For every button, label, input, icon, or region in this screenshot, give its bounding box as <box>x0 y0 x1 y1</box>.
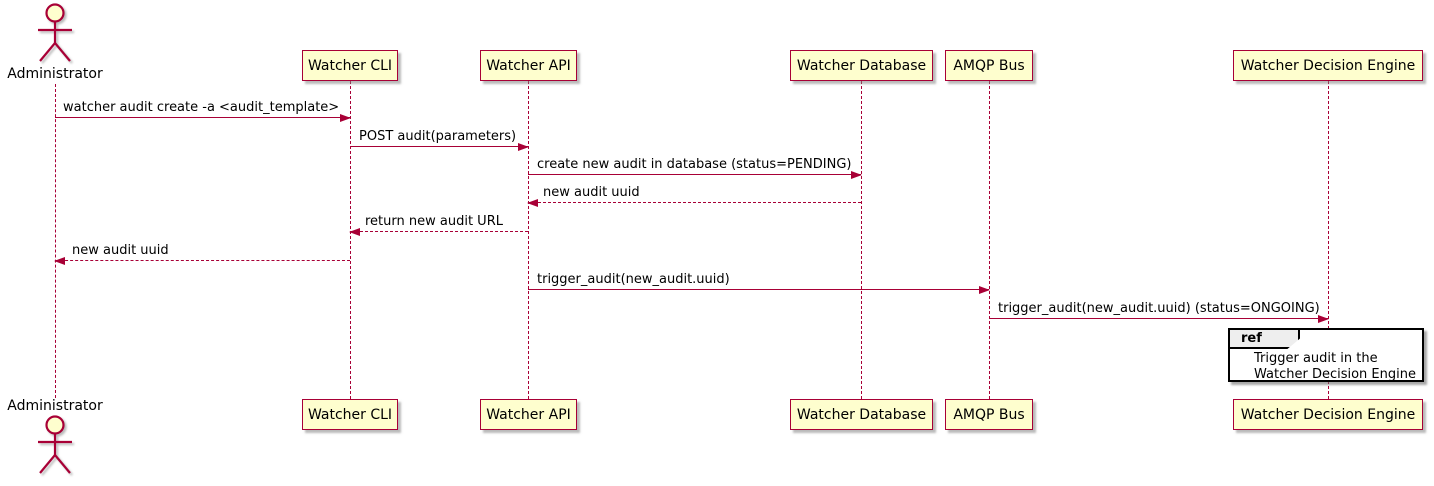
message-line <box>350 231 528 232</box>
arrowhead-left-icon <box>349 228 360 236</box>
message-line <box>989 318 1328 319</box>
participant-amqp-bus-top: AMQP Bus <box>945 50 1033 81</box>
arrowhead-right-icon <box>518 143 529 151</box>
message-return-audit-url: return new audit URL <box>349 214 528 236</box>
message-line <box>528 174 861 175</box>
actor-name-bottom: Administrator <box>7 398 103 414</box>
participant-watcher-cli-bottom: Watcher CLI <box>302 399 398 430</box>
message-line <box>350 146 528 147</box>
message-post-audit: POST audit(parameters) <box>350 129 529 151</box>
lifeline-amqp-bus <box>989 81 990 399</box>
lifeline-administrator <box>55 84 56 398</box>
ref-keyword: ref <box>1230 330 1300 349</box>
participant-watcher-api-top: Watcher API <box>480 50 577 81</box>
arrowhead-left-icon <box>527 199 538 207</box>
message-line <box>55 117 350 118</box>
message-label: return new audit URL <box>365 214 503 229</box>
participant-watcher-database-bottom: Watcher Database <box>790 399 933 430</box>
message-label: create new audit in database (status=PEN… <box>537 157 852 172</box>
participant-watcher-cli-top: Watcher CLI <box>302 50 398 81</box>
message-label: watcher audit create -a <audit_template> <box>63 100 340 115</box>
message-label: trigger_audit(new_audit.uuid) <box>537 272 730 287</box>
ref-line: Watcher Decision Engine <box>1254 367 1416 382</box>
message-label: new audit uuid <box>72 243 169 258</box>
actor-icon <box>38 3 72 62</box>
message-trigger-audit-ongoing: trigger_audit(new_audit.uuid) (status=ON… <box>989 301 1329 323</box>
lifeline-watcher-api <box>528 81 529 399</box>
message-line <box>528 202 861 203</box>
message-label: new audit uuid <box>543 185 640 200</box>
participant-watcher-decision-engine-bottom: Watcher Decision Engine <box>1233 399 1423 430</box>
participant-amqp-bus-bottom: AMQP Bus <box>945 399 1033 430</box>
lifeline-watcher-decision-engine <box>1328 81 1329 399</box>
lifeline-watcher-database <box>861 81 862 399</box>
arrowhead-left-icon <box>54 257 65 265</box>
arrowhead-right-icon <box>979 286 990 294</box>
actor-icon <box>38 415 72 474</box>
arrowhead-right-icon <box>851 171 862 179</box>
participant-watcher-decision-engine-top: Watcher Decision Engine <box>1233 50 1423 81</box>
ref-fragment: ref Trigger audit in the Watcher Decisio… <box>1228 328 1424 382</box>
message-audit-create: watcher audit create -a <audit_template> <box>55 100 351 122</box>
arrowhead-right-icon <box>1318 315 1329 323</box>
message-new-audit-uuid-return: new audit uuid <box>527 185 861 207</box>
message-line <box>528 289 989 290</box>
ref-content: Trigger audit in the Watcher Decision En… <box>1254 351 1416 383</box>
message-new-audit-uuid-to-admin: new audit uuid <box>54 243 350 265</box>
participant-watcher-database-top: Watcher Database <box>790 50 933 81</box>
ref-line: Trigger audit in the <box>1254 351 1378 366</box>
participant-watcher-api-bottom: Watcher API <box>480 399 577 430</box>
message-create-audit-db: create new audit in database (status=PEN… <box>528 157 862 179</box>
message-label: POST audit(parameters) <box>359 129 517 144</box>
actor-name-top: Administrator <box>7 66 103 82</box>
message-label: trigger_audit(new_audit.uuid) (status=ON… <box>998 301 1320 316</box>
lifeline-watcher-cli <box>350 81 351 399</box>
arrowhead-right-icon <box>340 114 351 122</box>
message-trigger-audit: trigger_audit(new_audit.uuid) <box>528 272 990 294</box>
message-line <box>55 260 350 261</box>
